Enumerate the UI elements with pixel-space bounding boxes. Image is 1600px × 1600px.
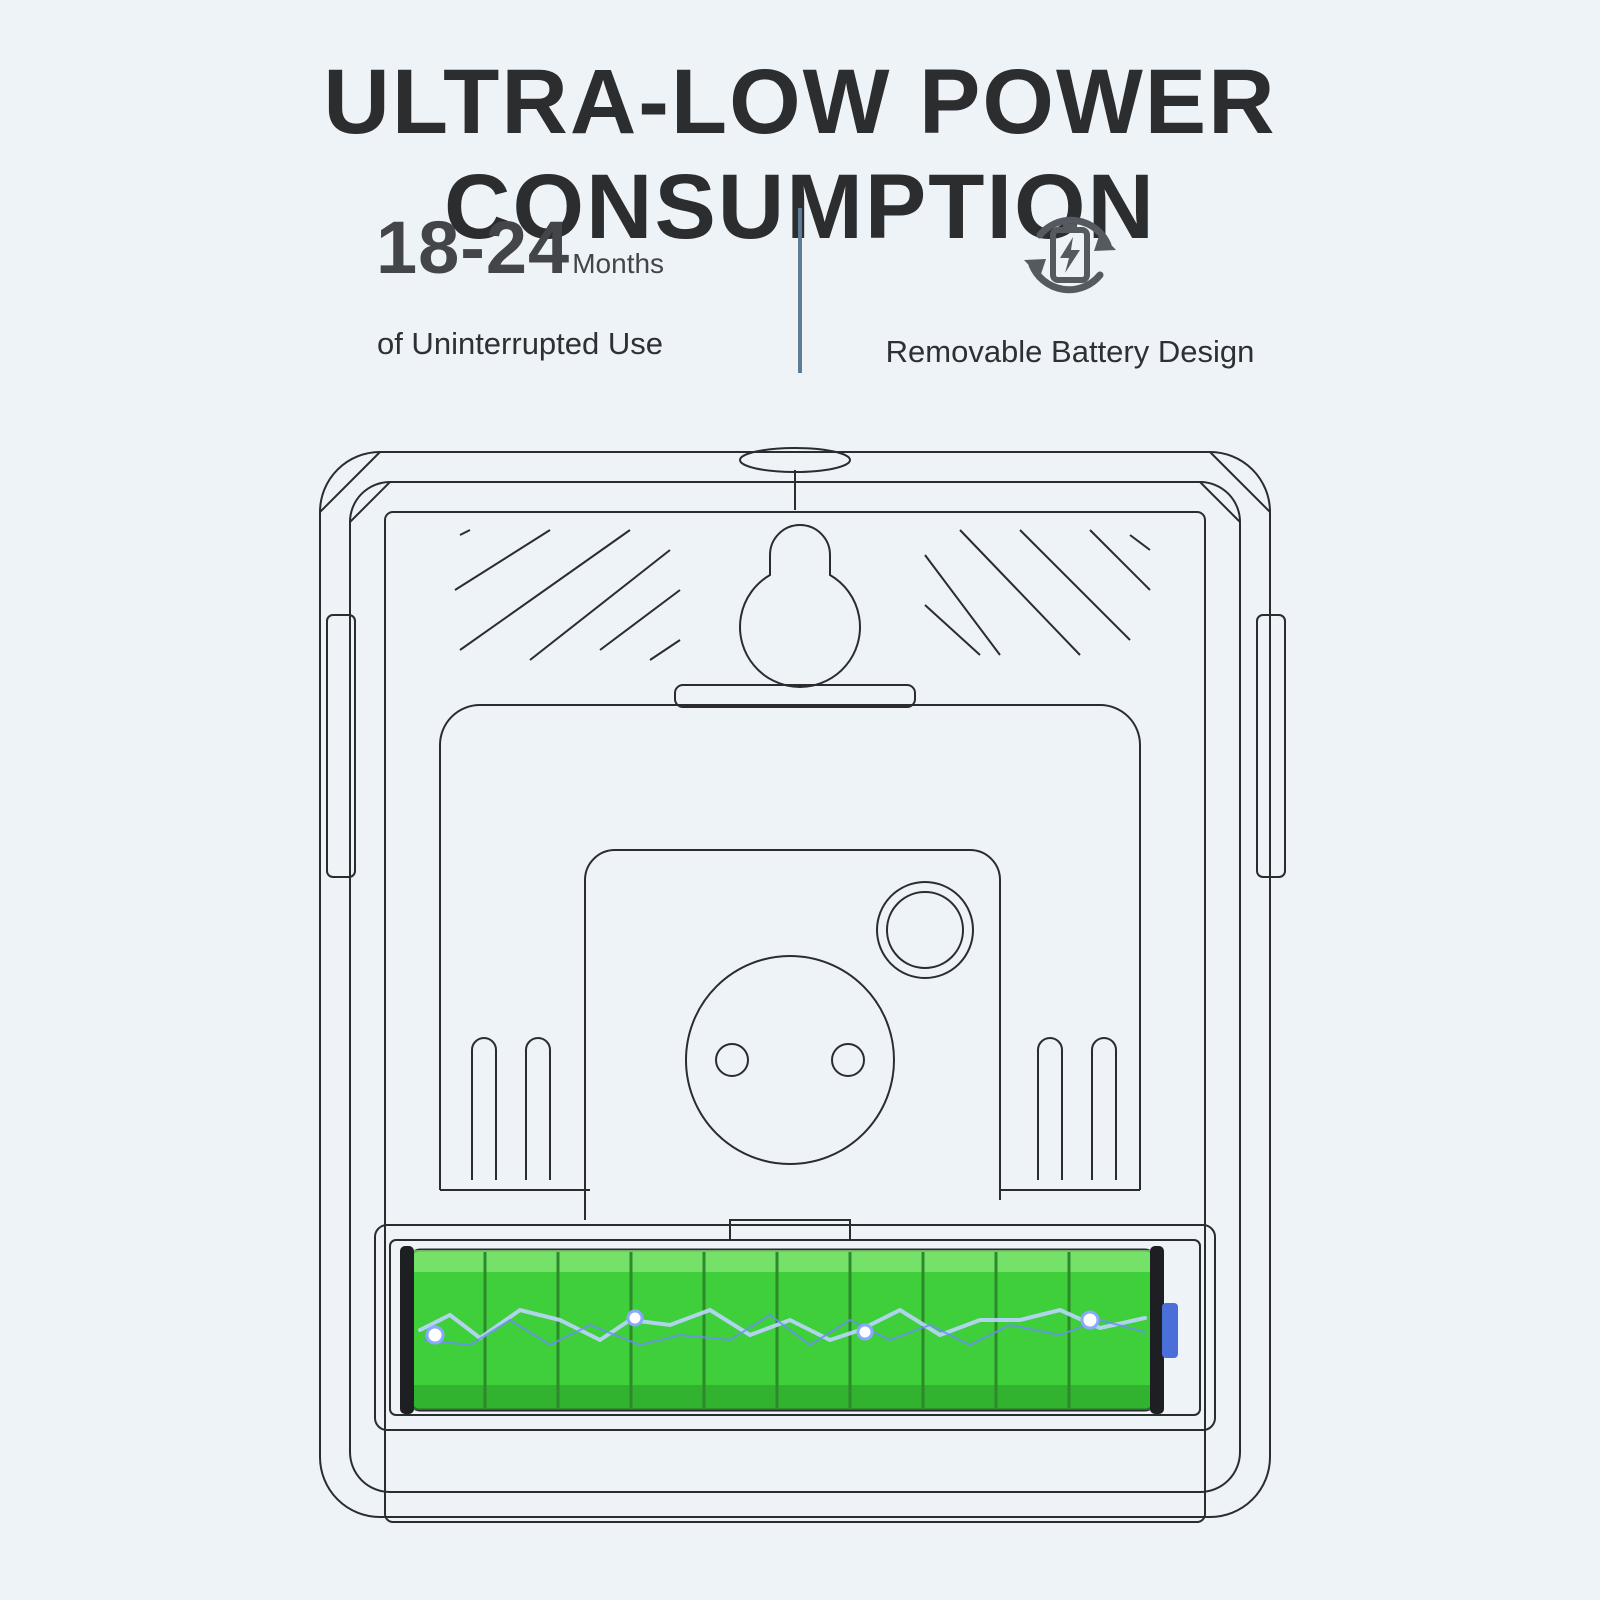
right-grip	[1256, 614, 1286, 878]
duration-value-group: 18-24Months	[376, 205, 664, 290]
battery-cell	[400, 1246, 1178, 1414]
mounting-disc	[685, 955, 895, 1165]
duration-caption: of Uninterrupted Use	[376, 326, 664, 361]
device-back-panel	[384, 511, 1206, 1523]
left-grip	[326, 614, 356, 878]
duration-feature: 18-24Months of Uninterrupted Use	[300, 205, 740, 362]
outer-recess	[439, 704, 1141, 1190]
page-title: ULTRA-LOW POWER CONSUMPTION	[323, 51, 1277, 258]
inner-recess	[584, 849, 1001, 1220]
duration-value: 18-24	[375, 206, 571, 289]
feature-divider	[798, 208, 802, 373]
sensor-lens	[886, 891, 964, 969]
battery-recycle-icon	[1024, 216, 1116, 294]
left-vent-grille	[454, 529, 681, 661]
sensor-ring	[876, 881, 974, 979]
keyhole-mount	[739, 524, 861, 688]
device-back-illustration	[319, 447, 1286, 1523]
device-outer-shell	[319, 451, 1271, 1518]
electric-arc	[418, 1307, 1147, 1347]
right-vent-grille	[924, 529, 1151, 656]
battery-compartment	[374, 1224, 1216, 1431]
battery-feature: Removable Battery Design	[840, 205, 1300, 370]
duration-unit: Months	[572, 248, 665, 279]
battery-caption: Removable Battery Design	[885, 334, 1255, 369]
